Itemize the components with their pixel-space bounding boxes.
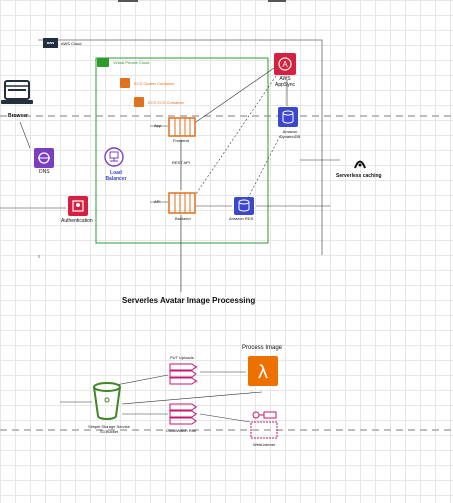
dynamodb-label: Amazon DynamoDB (279, 129, 301, 139)
process-image-label: Process Image (242, 345, 283, 351)
svg-text:A: A (282, 60, 288, 69)
aws-cloud-label: AWS Cloud (61, 41, 82, 46)
edge-s3-put (115, 374, 169, 386)
lambda-icon: λ (248, 356, 278, 386)
authentication-label: Authentication (61, 218, 93, 224)
s3-bucket-icon (92, 382, 122, 422)
load-balancer-icon (104, 147, 124, 167)
cloudwatch-queue-icon: ✓ ✓ (168, 402, 200, 426)
rest-api-label: REST API (172, 160, 190, 165)
s3-label: Simple Storage Service S3 Bucket (88, 424, 130, 434)
edge-frontend-appsync (195, 67, 275, 123)
top-edge-mark-left (118, 0, 138, 2)
frontend-label: Frontend (173, 138, 190, 143)
edge-appsync-backend (195, 75, 277, 195)
ecs-container-frontend-icon (168, 117, 196, 137)
vpc-label: Virtual Private Cloud (113, 60, 150, 65)
edge-cloudwatch-listener (199, 413, 251, 423)
serverless-caching-label: Serverless caching (336, 173, 382, 179)
edge-browser-dns (19, 121, 31, 149)
svg-text:✓: ✓ (194, 412, 198, 418)
appsync-icon: A (274, 53, 296, 75)
backend-label: Backend (175, 216, 191, 221)
dns-label: DNS (39, 169, 50, 175)
ecs-cluster-icon (120, 78, 130, 88)
ecs-container-backend-icon (168, 192, 196, 214)
svg-text:✕: ✕ (194, 379, 198, 385)
left-edge-marker: ≡ (38, 254, 41, 259)
web-listener-label: WebListener (253, 442, 276, 447)
backend-api-label: API (154, 199, 161, 204)
top-edge-mark-right (268, 0, 286, 2)
rds-icon (234, 197, 254, 215)
dynamodb-icon (278, 107, 298, 127)
svg-text:✕: ✕ (194, 365, 198, 371)
ecs-cluster-label: ECS Cluster Container (134, 81, 175, 86)
vpc-icon (97, 58, 109, 67)
cloudwatch-label: CloudWatch Run (166, 428, 197, 433)
load-balancer-label: Load Balancer (105, 170, 127, 182)
route53-dns-icon (34, 148, 54, 168)
browser-laptop-icon (0, 79, 34, 109)
rds-label: Amazon RDS (229, 216, 254, 221)
vpc-boundary (95, 57, 269, 244)
frontend-app-label: App (154, 123, 162, 128)
edge-lambda-s3 (121, 391, 263, 405)
processing-title: Serverles Avatar Image Processing (122, 296, 256, 305)
put-uploads-label: PUT Uploads (170, 355, 194, 360)
appsync-label: AWS AppSync (274, 76, 295, 88)
sqs-queue-icon: ✕ ✕ (168, 362, 200, 386)
web-listener-icon (250, 410, 278, 440)
browser-label: Browser (8, 113, 29, 119)
aws-cloud-boundary (38, 39, 323, 255)
svg-text:λ: λ (258, 362, 269, 383)
serverless-caching-icon (354, 156, 366, 169)
edge-dynamo-rds (247, 135, 281, 199)
ecs-container-label: ECS ECS Container (148, 100, 185, 105)
ecs-container-icon (134, 97, 144, 107)
svg-text:✓: ✓ (194, 405, 198, 411)
aws-logo-icon: aws (43, 38, 58, 48)
cognito-auth-icon (68, 196, 88, 216)
